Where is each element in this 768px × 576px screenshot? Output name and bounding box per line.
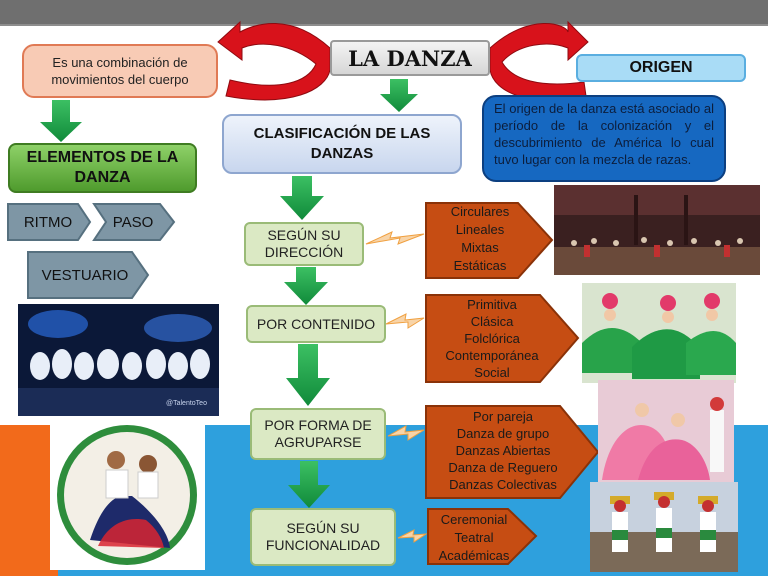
list-item: Danza de grupo — [456, 426, 550, 441]
green-arrow-title-to-classification — [380, 79, 418, 112]
callout-funcionalidad — [397, 529, 428, 543]
green-arrow-agruparse-to-funcionalidad — [288, 461, 330, 508]
list-item: Mixtas — [461, 240, 499, 255]
list-item: Primitiva — [467, 297, 517, 312]
direccion-list: Circulares Lineales Mixtas Estáticas — [440, 203, 520, 275]
stage-performance-photo — [554, 185, 760, 275]
list-item: Social — [474, 365, 510, 380]
list-item: Ceremonial — [440, 512, 508, 527]
top-bar — [0, 0, 768, 26]
classification-title: CLASIFICACIÓN DE LAS DANZAS — [222, 114, 462, 174]
category-funcionalidad: SEGÚN SU FUNCIONALIDAD — [250, 508, 396, 566]
contenido-list: Primitiva Clásica Folclórica Contemporán… — [430, 296, 554, 381]
funcionalidad-chevron — [427, 508, 538, 565]
list-item: Danzas Abiertas — [455, 443, 551, 458]
agruparse-list: Por pareja Danza de grupo Danzas Abierta… — [438, 408, 568, 493]
elements-title: ELEMENTOS DE LA DANZA — [8, 143, 197, 193]
element-paso: PASO — [112, 213, 154, 231]
list-item: Folclórica — [464, 331, 520, 346]
callout-agruparse — [387, 425, 425, 441]
couple-dance-photo — [50, 420, 205, 570]
vestuario-chevron — [27, 251, 150, 299]
category-direccion: SEGÚN SU DIRECCIÓN — [244, 222, 364, 266]
list-item: Lineales — [455, 222, 505, 237]
list-item: Por pareja — [473, 409, 533, 424]
list-item: Danza de Reguero — [448, 460, 558, 475]
ceremonial-dancers-photo — [590, 482, 738, 572]
green-arrow-direccion-to-contenido — [284, 267, 328, 305]
element-vestuario: VESTUARIO — [41, 266, 129, 284]
green-arrow-classification-to-direccion — [280, 176, 324, 220]
contenido-chevron — [425, 294, 580, 383]
agruparse-chevron — [425, 405, 600, 499]
element-ritmo: RITMO — [23, 213, 73, 231]
pink-dress-dancers-photo — [598, 380, 734, 482]
list-item: Estáticas — [453, 258, 507, 273]
direccion-chevron — [425, 202, 554, 279]
list-item: Teatral — [454, 530, 494, 545]
stage-dance-photo: @TalentoTeo — [18, 304, 219, 416]
red-curved-arrow-right — [489, 20, 589, 101]
funcionalidad-list: Ceremonial Teatral Académicas — [432, 511, 516, 565]
list-item: Danzas Colectivas — [449, 477, 557, 492]
ritmo-chevron — [7, 203, 92, 241]
folk-dancers-photo — [582, 283, 736, 383]
list-item: Circulares — [450, 204, 510, 219]
category-agruparse: POR FORMA DE AGRUPARSE — [250, 408, 386, 460]
origin-title: ORIGEN — [576, 54, 746, 82]
page-title: LA DANZA — [330, 40, 490, 76]
paso-chevron — [92, 203, 176, 241]
callout-direccion — [365, 231, 425, 245]
list-item: Contemporánea — [445, 348, 539, 363]
category-contenido: POR CONTENIDO — [246, 305, 386, 343]
origin-text: El origen de la danza está asociado al p… — [482, 95, 726, 182]
list-item: Clásica — [470, 314, 514, 329]
list-item: Académicas — [438, 548, 510, 563]
photo-credit: @TalentoTeo — [166, 400, 207, 407]
callout-contenido — [385, 313, 425, 329]
green-arrow-definition-to-elements — [40, 100, 82, 142]
orange-background-band — [0, 425, 58, 576]
green-arrow-contenido-to-agruparse — [286, 344, 330, 406]
red-curved-arrow-left — [217, 20, 331, 101]
definition-box: Es una combinación de movimientos del cu… — [22, 44, 218, 98]
